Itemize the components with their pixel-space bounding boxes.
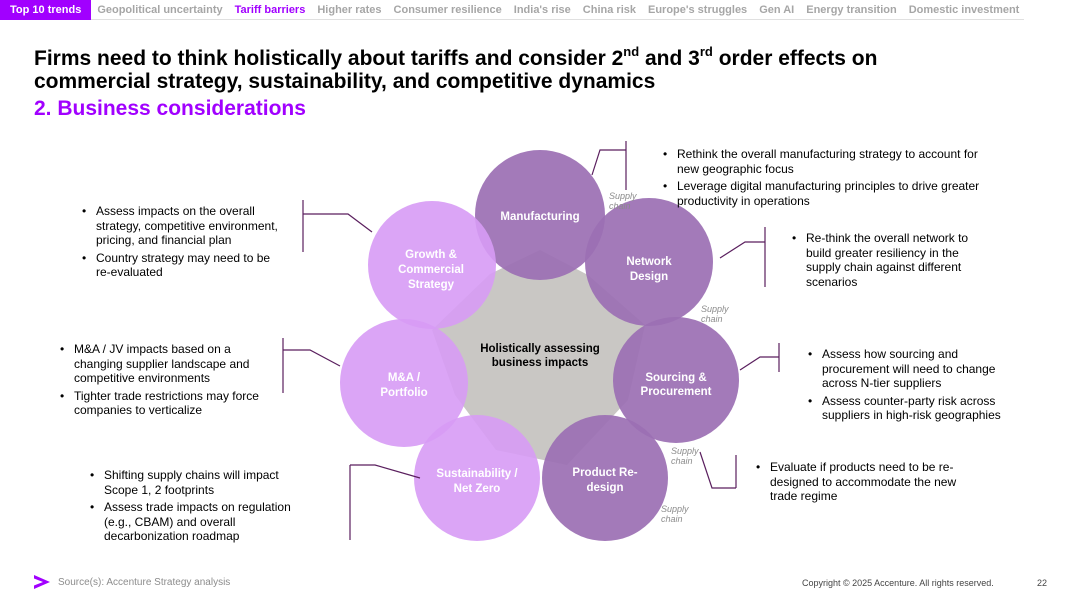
- nav-tab-geopolitical-uncertainty[interactable]: Geopolitical uncertainty: [97, 3, 223, 16]
- supply-chain-label-3: Supply chain: [671, 446, 699, 466]
- supply-chain-label-4: Supply chain: [661, 504, 689, 524]
- title-line2: commercial strategy, sustainability, and…: [34, 70, 656, 93]
- nav-tab-energy-transition[interactable]: Energy transition: [806, 3, 897, 16]
- title-sup-rd: rd: [699, 44, 713, 59]
- supply-chain-label-3-line1: Supply: [671, 446, 699, 456]
- ma-bullet-1: M&A / JV impacts based on a changing sup…: [58, 342, 263, 386]
- node-product-circle[interactable]: [542, 415, 668, 541]
- supply-chain-label-2-line2: chain: [701, 314, 723, 324]
- connector-product: [699, 451, 737, 489]
- connector-sustainability: [349, 464, 421, 540]
- sustainability-bullet-2: Assess trade impacts on regulation (e.g.…: [88, 500, 313, 544]
- node-growth-label-2: Commercial: [398, 264, 464, 276]
- node-network-label-2: Design: [630, 271, 668, 283]
- supply-chain-label-2-line1: Supply: [701, 304, 729, 314]
- product-bullet-1: Evaluate if products need to be re-desig…: [754, 460, 979, 504]
- supply-chain-label-1-line2: chain: [609, 201, 631, 211]
- center-heptagon: [432, 250, 645, 465]
- node-growth-label-1: Growth &: [405, 249, 457, 261]
- nav-tab-gen-ai[interactable]: Gen AI: [759, 3, 795, 16]
- title-sup-nd: nd: [623, 44, 640, 59]
- sourcing-bullet-2: Assess counter-party risk across supplie…: [806, 394, 1006, 423]
- ma-bullets: M&A / JV impacts based on a changing sup…: [58, 342, 263, 421]
- connector-ma: [282, 338, 341, 393]
- node-network-circle[interactable]: [585, 198, 713, 326]
- page-subtitle: 2. Business considerations: [34, 97, 306, 120]
- node-manufacturing-circle[interactable]: [475, 150, 605, 280]
- manufacturing-bullet-2: Leverage digital manufacturing principle…: [661, 179, 981, 208]
- node-ma-label-1: M&A /: [388, 372, 421, 384]
- node-growth-circle[interactable]: [368, 201, 496, 329]
- page-number: 22: [1037, 578, 1048, 588]
- node-ma-label-2: Portfolio: [380, 387, 427, 399]
- connector-lines: [282, 141, 780, 540]
- nav-tab-higher-rates[interactable]: Higher rates: [317, 3, 382, 16]
- node-product-label-1: Product Re-: [572, 467, 637, 479]
- supply-chain-label-4-line1: Supply: [661, 504, 689, 514]
- manufacturing-bullet-1: Rethink the overall manufacturing strate…: [661, 147, 981, 176]
- sustainability-bullets: Shifting supply chains will impact Scope…: [88, 468, 313, 547]
- node-ma-circle[interactable]: [340, 319, 468, 447]
- connector-sourcing: [739, 343, 780, 372]
- page-title: Firms need to think holistically about t…: [34, 44, 1034, 93]
- nav-tab-indias-rise[interactable]: India's rise: [513, 3, 571, 16]
- node-network-label-1: Network: [626, 256, 672, 268]
- supply-chain-label-4-line2: chain: [661, 514, 683, 524]
- node-sustainability-circle[interactable]: [414, 415, 540, 541]
- supply-chain-label-3-line2: chain: [671, 456, 693, 466]
- footer-copyright: Copyright © 2025 Accenture. All rights r…: [802, 578, 994, 588]
- nav-tab-europes-struggles[interactable]: Europe's struggles: [647, 3, 748, 16]
- connector-manufacturing: [591, 141, 627, 190]
- ma-bullet-2: Tighter trade restrictions may force com…: [58, 389, 263, 418]
- center-label-line2: business impacts: [492, 357, 589, 369]
- node-product-label-2: design: [586, 482, 623, 494]
- node-sustainability-label-2: Net Zero: [454, 483, 501, 495]
- node-sourcing-label-1: Sourcing &: [645, 372, 706, 384]
- nav-tab-tariff-barriers[interactable]: Tariff barriers: [234, 3, 306, 16]
- manufacturing-bullets: Rethink the overall manufacturing strate…: [661, 147, 981, 211]
- sustainability-bullet-1: Shifting supply chains will impact Scope…: [88, 468, 313, 497]
- connector-network: [719, 227, 766, 287]
- network-bullets: Re-think the overall network to build gr…: [790, 231, 995, 292]
- product-bullets: Evaluate if products need to be re-desig…: [754, 460, 979, 507]
- growth-bullet-2: Country strategy may need to be re-evalu…: [80, 251, 280, 280]
- node-sourcing-circle[interactable]: [613, 317, 739, 443]
- title-line1-c: order effects on: [712, 47, 878, 70]
- accenture-logo-icon: [34, 575, 50, 589]
- title-line1-a: Firms need to think holistically about t…: [34, 47, 624, 70]
- supply-chain-label-1-line1: Supply: [609, 191, 637, 201]
- network-bullet-1: Re-think the overall network to build gr…: [790, 231, 995, 289]
- supply-chain-label-1: Supply chain: [609, 191, 637, 211]
- top-nav: Top 10 trends Geopolitical uncertainty T…: [0, 0, 1024, 20]
- nav-tab-consumer-resilience[interactable]: Consumer resilience: [393, 3, 502, 16]
- growth-bullet-1: Assess impacts on the overall strategy, …: [80, 204, 280, 248]
- nav-tab-top-10-trends[interactable]: Top 10 trends: [0, 0, 92, 20]
- node-growth-label-3: Strategy: [408, 279, 455, 291]
- sourcing-bullet-1: Assess how sourcing and procurement will…: [806, 347, 1006, 391]
- node-manufacturing-label: Manufacturing: [500, 211, 579, 223]
- connector-growth: [302, 200, 373, 252]
- nav-tab-china-risk[interactable]: China risk: [582, 3, 636, 16]
- supply-chain-label-2: Supply chain: [701, 304, 729, 324]
- sourcing-bullets: Assess how sourcing and procurement will…: [806, 347, 1006, 426]
- center-label-line1: Holistically assessing: [480, 343, 600, 355]
- footer-source: Source(s): Accenture Strategy analysis: [58, 577, 231, 588]
- node-sustainability-label-1: Sustainability /: [436, 468, 518, 480]
- nav-tab-domestic-investment[interactable]: Domestic investment: [908, 3, 1020, 16]
- growth-bullets: Assess impacts on the overall strategy, …: [80, 204, 280, 283]
- title-line1-b: and 3: [639, 47, 700, 70]
- node-sourcing-label-2: Procurement: [641, 386, 712, 398]
